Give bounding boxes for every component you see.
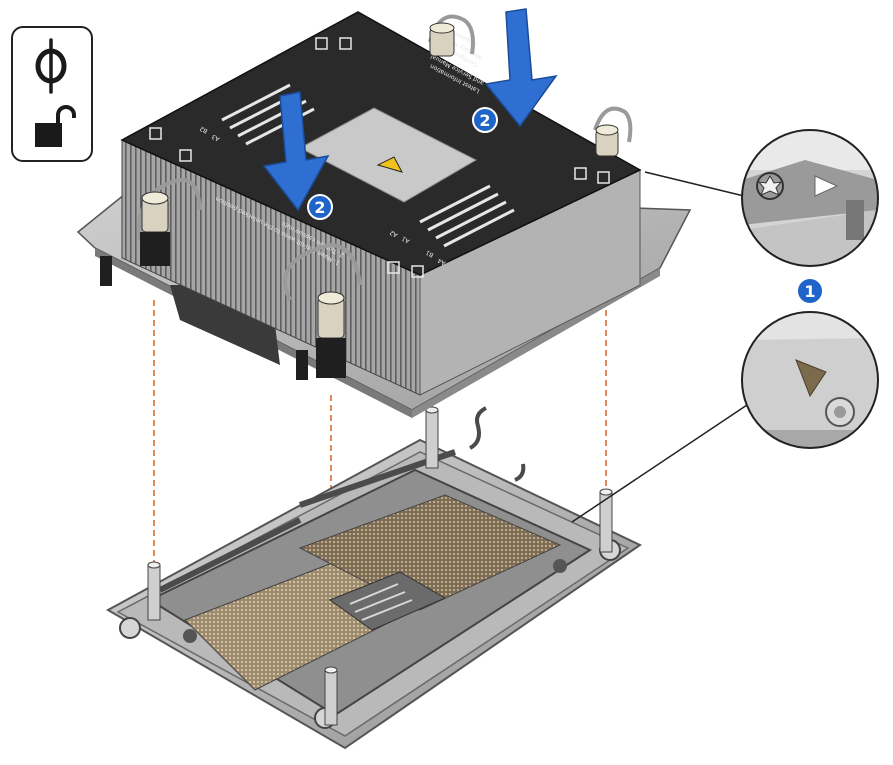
step-callout-2: 2 [472,107,498,133]
slot-label-a2: A2 [388,228,398,238]
tool-symbol-panel [11,26,93,162]
slot-label-a4: A4 [436,256,446,266]
zoom-detail-socket-triangle [741,311,879,449]
unlocked-padlock-icon [35,105,76,147]
processor-socket [105,406,642,750]
captive-nut [595,124,619,157]
slot-label-a1: A1 [400,234,410,244]
torx-screwdriver-icon [35,38,67,94]
captive-nut [429,22,455,57]
press-down-arrow [262,91,330,212]
socket-stud [599,488,613,553]
socket-stud [425,406,439,469]
heatsink: Latest Information and Service Manual Co… [76,11,692,418]
callout-number: 1 [804,282,815,301]
heatsink-center-label [298,107,478,203]
callout-number: 2 [479,111,490,130]
captive-nut [316,291,346,378]
step-callout-1: 1 [796,277,824,305]
zoom-detail-heatsink-triangle [741,129,879,267]
callout-number: 2 [314,198,325,217]
socket-stud [324,666,338,726]
slot-label-b1: B1 [424,248,434,258]
step-callout-2: 2 [307,194,333,220]
slot-label-a3: A3 [210,132,220,142]
slot-label-b2: B2 [198,124,208,134]
press-down-arrow [484,8,558,128]
captive-nut [140,191,170,266]
socket-stud [147,561,161,621]
